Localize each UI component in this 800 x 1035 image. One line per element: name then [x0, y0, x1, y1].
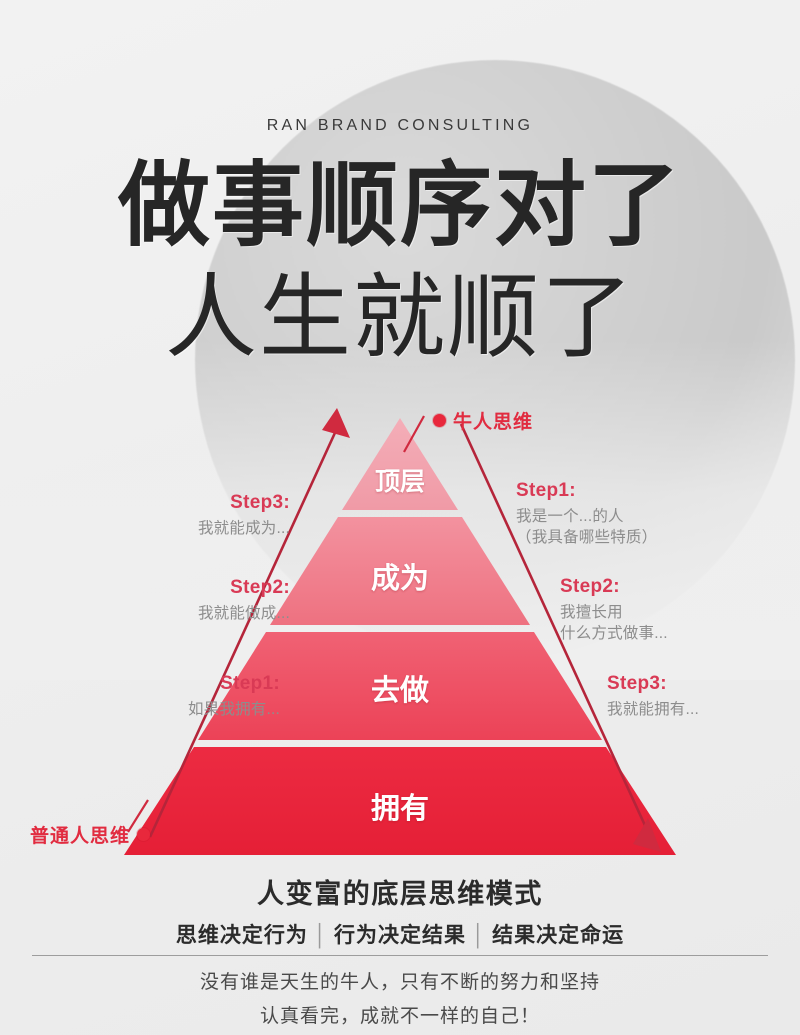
- step-desc-line: 我是一个...的人: [516, 508, 624, 525]
- caption-subline: 思维决定行为│行为决定结果│结果决定命运: [0, 919, 800, 949]
- pyramid-tier-top: [342, 418, 458, 510]
- step-desc-line: 我就能做成...: [197, 605, 290, 622]
- red-dot-icon: [137, 828, 151, 841]
- step-title: Step3:: [230, 492, 290, 513]
- step-annotation-right-1: Step1: 我是一个...的人 （我具备哪些特质）: [516, 480, 657, 549]
- step-title: Step3:: [607, 673, 667, 694]
- footer-divider: [32, 955, 768, 956]
- pyramid-tier-2: [270, 517, 530, 625]
- step-desc-line: 我擅长用: [560, 604, 623, 621]
- bottom-marker-label: 普通人思维: [30, 826, 131, 847]
- step-annotation-right-2: Step2: 我擅长用 什么方式做事...: [560, 576, 668, 645]
- step-annotation-left-3: Step3: 我就能成为...: [60, 492, 290, 539]
- pyramid-tier-label-top: 顶层: [374, 468, 425, 496]
- caption-part-3: 结果决定命运: [492, 924, 625, 947]
- pyramid-graphic: [124, 408, 676, 855]
- step-annotation-left-2: Step2: 我就能做成...: [40, 577, 290, 624]
- headline-line-2: 人生就顺了: [164, 267, 635, 369]
- step-desc-line: （我具备哪些特质）: [516, 529, 658, 547]
- step-title: Step1:: [516, 480, 576, 501]
- step-annotation-left-1: Step1: 如果我拥有...: [20, 673, 280, 720]
- pyramid-diagram: 顶层 成为 去做 拥有: [0, 400, 800, 870]
- step-title: Step2:: [560, 576, 620, 597]
- up-arrow-icon: [148, 408, 350, 838]
- caption-separator: │: [472, 924, 487, 947]
- headline-line-1: 做事顺序对了: [117, 155, 682, 257]
- top-marker-label: 牛人思维: [453, 412, 534, 433]
- footer-line-2: 认真看完，成就不一样的自己！: [259, 1006, 540, 1027]
- bottom-marker: 普通人思维: [30, 821, 151, 848]
- caption-headline: 人变富的底层思维模式: [257, 879, 543, 909]
- pyramid-tier-label-bottom: 拥有: [370, 793, 429, 825]
- red-dot-icon: [433, 414, 446, 427]
- brand-name: RAN BRAND CONSULTING: [266, 117, 534, 134]
- step-desc-line: 什么方式做事...: [560, 625, 668, 643]
- down-arrow-icon: [459, 423, 661, 852]
- step-title: Step2:: [230, 577, 290, 598]
- step-desc-line: 我就能拥有...: [607, 701, 700, 718]
- pyramid-tier-label-3: 去做: [370, 675, 429, 707]
- step-annotation-right-3: Step3: 我就能拥有...: [607, 673, 699, 720]
- pyramid-tier-3: [198, 632, 602, 740]
- top-marker-connector: [403, 415, 425, 453]
- bottom-marker-connector: [127, 799, 149, 833]
- step-desc-line: 如果我拥有...: [187, 701, 280, 718]
- step-title: Step1:: [220, 673, 280, 694]
- caption-part-2: 行为决定结果: [334, 924, 466, 947]
- caption-part-1: 思维决定行为: [175, 924, 308, 947]
- caption-separator: │: [313, 924, 328, 947]
- pyramid-tier-bottom: [124, 747, 676, 855]
- pyramid-tier-label-2: 成为: [370, 563, 429, 595]
- footer-line-1: 没有谁是天生的牛人，只有不断的努力和坚持: [199, 972, 600, 993]
- top-marker: 牛人思维: [433, 407, 533, 434]
- step-desc-line: 我就能成为...: [197, 520, 290, 537]
